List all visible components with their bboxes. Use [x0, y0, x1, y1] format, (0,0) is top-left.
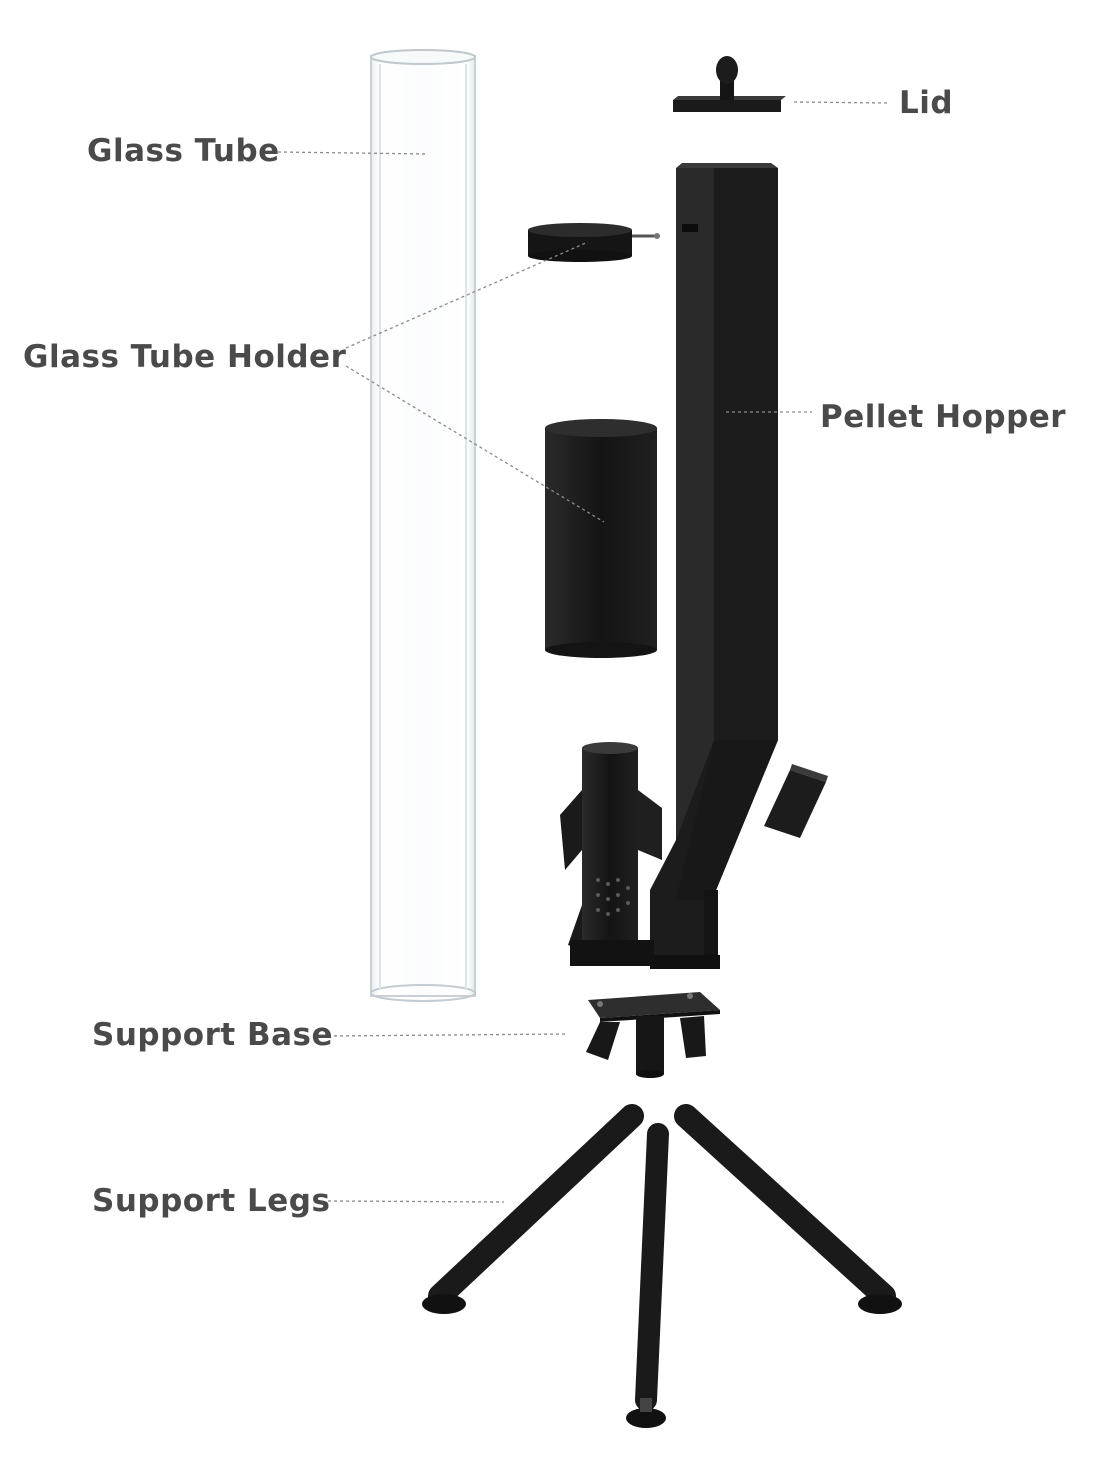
glass-tube-holder-ring: [528, 223, 660, 262]
leader-lid: [793, 101, 891, 104]
leader-glass-tube: [277, 151, 429, 155]
burner-pot: [560, 742, 662, 966]
side-plate: [764, 764, 828, 838]
leader-holder-ring: [345, 241, 589, 349]
pellet-hopper: [650, 163, 778, 969]
leader-holder-cylinder: [345, 365, 605, 523]
label-pellet-hopper: Pellet Hopper: [820, 399, 1067, 435]
leader-base: [327, 1033, 569, 1037]
glass-tube: [370, 49, 476, 1002]
label-support-legs: Support Legs: [92, 1183, 331, 1219]
label-lid: Lid: [899, 85, 954, 121]
lid: [673, 56, 786, 112]
support-legs: [422, 1104, 902, 1428]
label-support-base: Support Base: [92, 1017, 333, 1053]
leader-legs: [327, 1200, 505, 1203]
glass-tube-holder-cylinder: [545, 419, 657, 658]
leader-lines: [277, 101, 891, 1203]
label-glass-tube: Glass Tube: [87, 133, 280, 169]
support-base: [586, 992, 720, 1078]
label-glass-tube-holder: Glass Tube Holder: [23, 339, 347, 375]
